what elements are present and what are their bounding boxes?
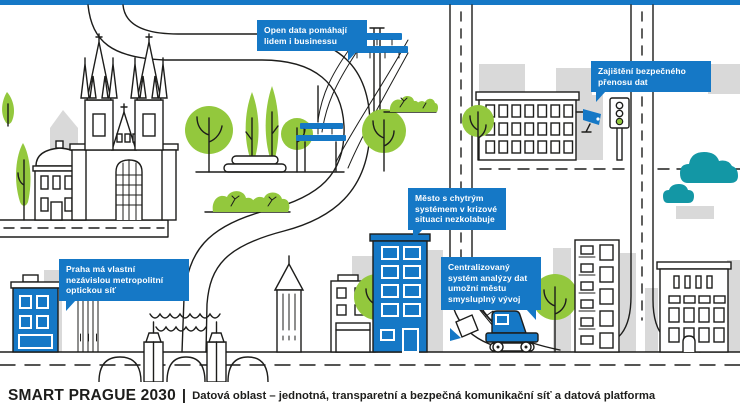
park-trees (185, 86, 439, 213)
blue-apartment-building (369, 233, 431, 353)
callout-open-data: Open data pomáhají lidem i businessu (257, 20, 367, 62)
cctv-camera-icon (575, 109, 601, 133)
traffic-light-icon (609, 97, 630, 161)
callout-optical-network: Praha má vlastní nezávislou metropolitní… (59, 259, 189, 311)
callout-tail (66, 299, 76, 311)
callout-smart-system: Město s chytrým systémem v krizové situa… (408, 188, 506, 240)
top-accent-bar (0, 0, 740, 5)
corner-building (656, 261, 732, 353)
callout-secure-transfer: Zajištění bezpečného přenosu dat (591, 61, 711, 103)
callout-tail (413, 228, 423, 240)
charles-bridge (98, 312, 269, 382)
callout-tail (596, 91, 606, 103)
tower-block (574, 239, 620, 353)
leaf-tree (2, 92, 31, 221)
separator: | (181, 387, 187, 404)
gothic-water-tower (273, 255, 305, 353)
callout-tail (526, 308, 536, 320)
callout-centralized-analysis: Centralizovaný systém analýzy dat umožní… (441, 257, 541, 320)
telegraph-pole (317, 27, 409, 169)
office-building (462, 91, 580, 161)
round-tree-right (532, 274, 578, 353)
footer-caption: SMART PRAGUE 2030 | Datová oblast – jedn… (0, 382, 740, 409)
brand-title: SMART PRAGUE 2030 (8, 386, 176, 404)
city-illustration (0, 0, 740, 382)
park-bench (296, 85, 346, 172)
subtitle: Datová oblast – jednotná, transparetní a… (192, 389, 656, 402)
callout-tail (348, 50, 358, 62)
blue-building-left (10, 274, 99, 353)
clouds (663, 152, 738, 203)
optical-cables (77, 296, 99, 353)
tyn-church (69, 33, 179, 221)
river-waves (149, 312, 221, 319)
